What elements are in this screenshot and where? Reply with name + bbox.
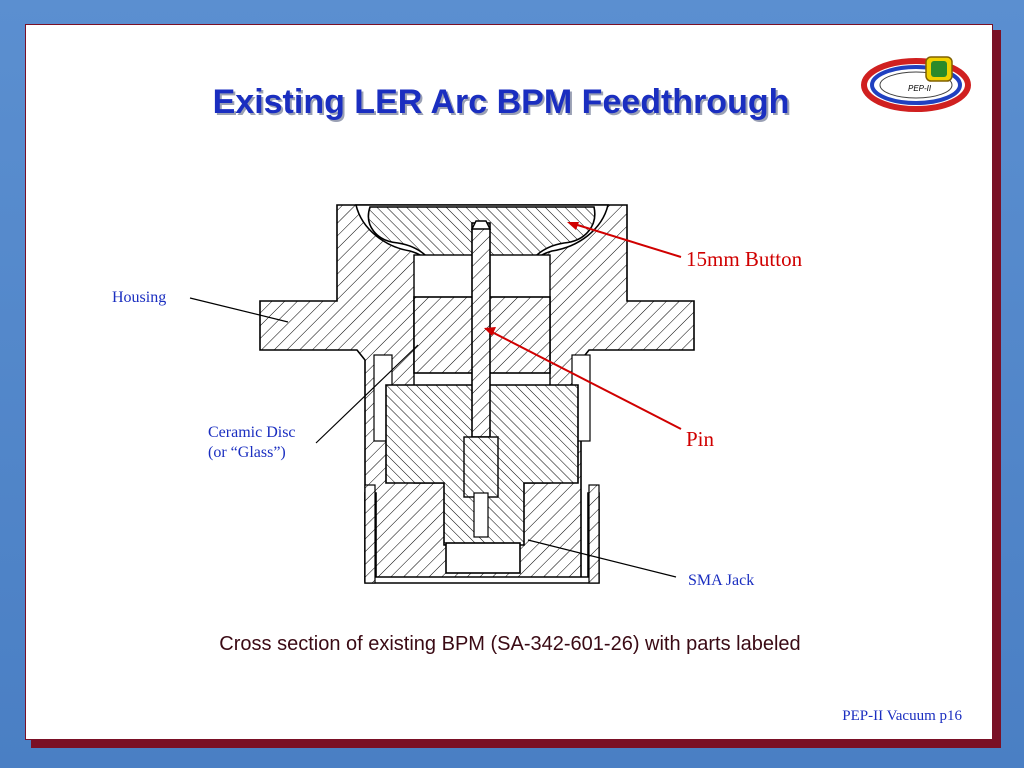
sma-tip <box>445 542 521 574</box>
button-leader <box>570 222 682 258</box>
pin-cap <box>470 220 492 230</box>
slide: Existing LER Arc BPM Feedthrough PEP-II <box>25 24 993 740</box>
sma-leader <box>527 539 677 578</box>
lower-left-wall <box>364 484 376 584</box>
pin-leader <box>487 329 682 430</box>
pin-arrowhead <box>484 327 496 336</box>
label-pin: Pin <box>686 427 715 451</box>
label-housing: Housing <box>112 289 167 306</box>
label-ceramic-disc: Ceramic Disc (or “Glass”) <box>208 423 296 463</box>
slide-caption: Cross section of existing BPM (SA-342-60… <box>219 633 801 655</box>
pin-lower <box>463 436 499 498</box>
pin-socket <box>473 492 489 538</box>
label-15mm-button: 15mm Button <box>686 247 803 271</box>
slide-title: Existing LER Arc BPM Feedthrough <box>212 83 790 121</box>
bpm-cross-section-diagram <box>189 204 695 584</box>
lower-right-wall <box>588 484 600 584</box>
ceramic-leader <box>315 344 419 444</box>
lower-housing <box>364 492 600 584</box>
pep-ii-logo-icon: PEP-II <box>861 56 971 112</box>
label-ceramic-line2: (or “Glass”) <box>208 444 286 461</box>
label-sma-jack: SMA Jack <box>688 572 755 589</box>
label-ceramic-line1: Ceramic Disc <box>208 424 296 441</box>
slide-footer: PEP-II Vacuum p16 <box>842 708 962 724</box>
logo-text: PEP-II <box>908 84 932 93</box>
housing-leader <box>189 297 289 323</box>
button-arrowhead <box>567 222 579 230</box>
